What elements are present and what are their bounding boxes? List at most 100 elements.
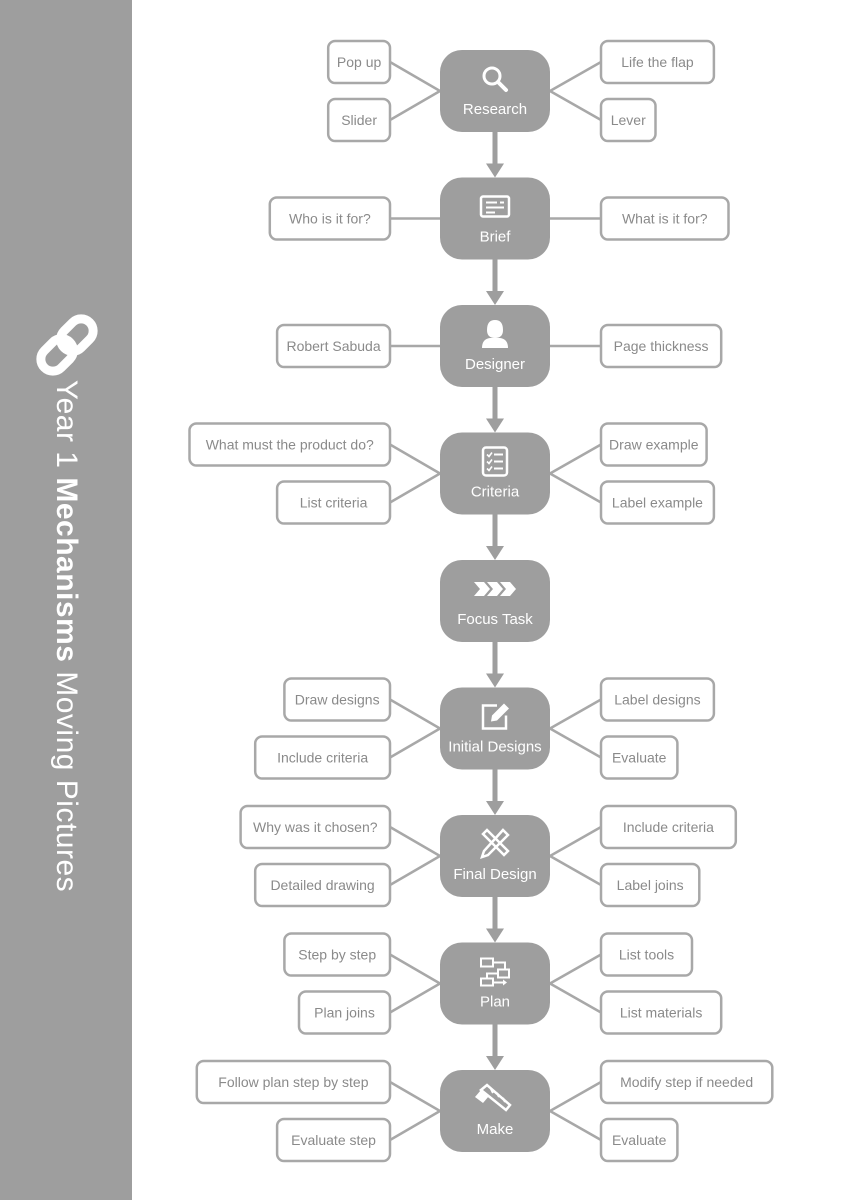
node-designer-label: Designer [465, 356, 525, 373]
final-design-left-box: Detailed drawing [253, 862, 392, 908]
connector-line [389, 472, 441, 504]
research-right-label: Life the flap [621, 54, 694, 70]
make-left-label: Evaluate step [291, 1132, 376, 1148]
chevrons-icon [474, 582, 516, 596]
designer-right-box: Page thickness [599, 323, 723, 369]
final-design-right-label: Include criteria [623, 819, 714, 835]
plan-left-label: Plan joins [314, 1005, 375, 1021]
node-focus-task-label: Focus Task [457, 611, 533, 628]
connector-line [549, 727, 602, 759]
chain-link-icon [36, 314, 98, 376]
plan-left-box: Step by step [283, 932, 392, 977]
node-brief-label: Brief [480, 229, 512, 246]
connector-line [549, 60, 602, 93]
connector-line [549, 1080, 602, 1113]
node-plan-label: Plan [480, 994, 510, 1011]
make-right-box: Modify step if needed [599, 1059, 774, 1105]
final-design-left-label: Why was it chosen? [253, 819, 378, 835]
node-criteria-label: Criteria [471, 484, 520, 501]
initial-designs-left-label: Include criteria [277, 750, 368, 766]
make-left-label: Follow plan step by step [218, 1074, 368, 1090]
connector-line [549, 698, 602, 730]
make-right-label: Modify step if needed [620, 1074, 753, 1090]
initial-designs-right-box: Label designs [599, 677, 716, 722]
node-make: Make [440, 1070, 550, 1152]
make-right-box: Evaluate [599, 1117, 679, 1163]
designer-left-label: Robert Sabuda [286, 338, 380, 354]
connector-line [549, 443, 602, 475]
research-right-box: Lever [599, 97, 657, 143]
connector-line [389, 825, 441, 858]
connector-line [549, 854, 602, 887]
make-left-box: Evaluate step [275, 1117, 392, 1163]
magnifier-icon [482, 66, 508, 92]
plan-left-box: Plan joins [297, 990, 392, 1035]
research-left-box: Slider [326, 97, 392, 143]
connector-line [389, 1109, 441, 1142]
initial-designs-left-label: Draw designs [295, 692, 380, 708]
brief-left-label: Who is it for? [289, 211, 371, 227]
criteria-right-label: Label example [612, 495, 703, 511]
research-right-label: Lever [611, 112, 646, 128]
criteria-right-label: Draw example [609, 437, 699, 453]
person-icon [482, 320, 508, 348]
document-icon [479, 195, 511, 218]
research-left-box: Pop up [326, 39, 392, 85]
connector-line [389, 1080, 441, 1113]
plan-right-label: List tools [619, 947, 674, 963]
designer-right-label: Page thickness [614, 338, 709, 354]
saw-icon [475, 1083, 512, 1112]
plan-right-label: List materials [620, 1005, 702, 1021]
node-focus-task: Focus Task [440, 560, 550, 642]
pencil-ruler-icon [480, 828, 510, 859]
flow-arrow [486, 132, 504, 178]
node-initial-designs-label: Initial Designs [448, 739, 541, 756]
connector-line [389, 89, 441, 122]
checklist-icon [481, 446, 509, 477]
criteria-left-label: What must the product do? [206, 437, 374, 453]
node-plan: Plan [440, 942, 550, 1025]
criteria-left-box: List criteria [275, 480, 392, 525]
make-right-label: Evaluate [612, 1132, 667, 1148]
flow-arrow [486, 259, 504, 305]
criteria-left-label: List criteria [300, 495, 368, 511]
final-design-right-box: Include criteria [599, 804, 738, 850]
final-design-right-box: Label joins [599, 862, 701, 908]
connector-line [549, 472, 602, 504]
brief-right-label: What is it for? [622, 211, 708, 227]
make-left-box: Follow plan step by step [195, 1059, 392, 1105]
node-research-label: Research [463, 101, 527, 118]
initial-designs-right-label: Evaluate [612, 750, 667, 766]
connector-line [389, 727, 441, 759]
flow-arrow [486, 387, 504, 433]
designer-left-box: Robert Sabuda [275, 323, 392, 369]
connector-line [389, 443, 441, 475]
connector-line [389, 953, 441, 985]
flow-arrow [486, 897, 504, 943]
initial-designs-left-box: Include criteria [253, 735, 392, 780]
final-design-left-label: Detailed drawing [270, 877, 374, 893]
brief-left-box: Who is it for? [268, 196, 392, 241]
plan-right-box: List materials [599, 990, 723, 1035]
final-design-left-box: Why was it chosen? [239, 804, 392, 850]
connector-line [389, 854, 441, 887]
connector-line [549, 982, 602, 1014]
pencil-square-icon [481, 703, 509, 730]
criteria-left-box: What must the product do? [188, 422, 392, 467]
connector-line [549, 89, 602, 122]
final-design-right-label: Label joins [617, 877, 684, 893]
sidebar: Year 1 Mechanisms Moving Pictures [0, 0, 132, 1200]
plan-right-box: List tools [599, 932, 694, 977]
connector-line [389, 982, 441, 1014]
node-research: Research [440, 50, 550, 132]
research-right-box: Life the flap [599, 39, 716, 85]
criteria-right-box: Draw example [599, 422, 708, 467]
research-left-label: Slider [341, 112, 377, 128]
flow-arrow [486, 769, 504, 815]
node-designer: Designer [440, 305, 550, 387]
node-make-label: Make [477, 1121, 514, 1138]
flow-arrow [486, 642, 504, 688]
node-criteria: Criteria [440, 432, 550, 515]
connector-line [549, 825, 602, 858]
